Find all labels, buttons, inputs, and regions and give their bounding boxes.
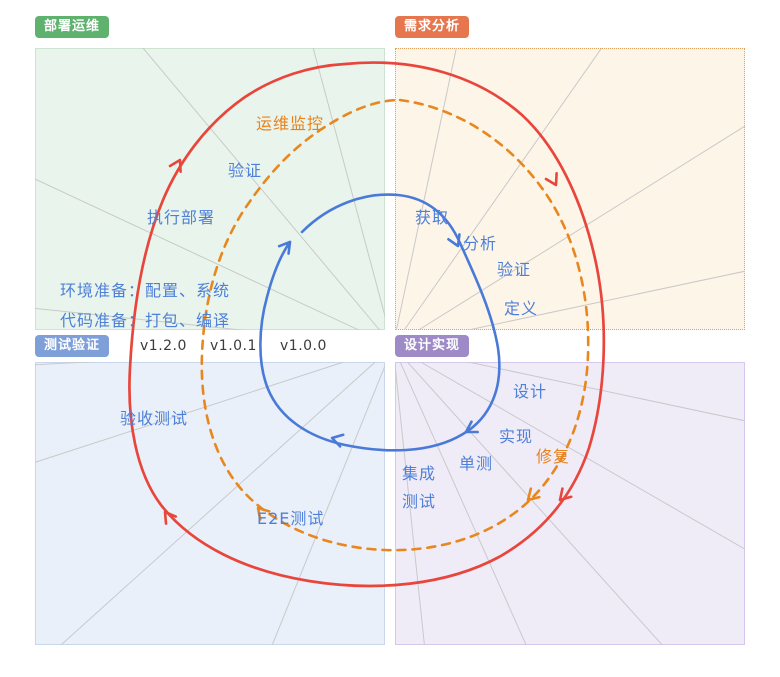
orange-middle-spiral xyxy=(200,98,590,552)
quadrant-deploy-ops xyxy=(35,48,385,330)
version-label-v101: v1.0.1 xyxy=(210,338,257,354)
label-verify-deploy: 验证 xyxy=(228,161,263,180)
label-acceptance-test: 验收测试 xyxy=(120,409,189,428)
label-execute-deploy: 执行部署 xyxy=(147,208,216,227)
label-code-prep: 代码准备：打包、编译 xyxy=(60,311,231,330)
label-fix: 修复 xyxy=(536,447,571,466)
version-label-v100: v1.0.0 xyxy=(280,338,327,354)
blue-inner-spiral xyxy=(259,193,501,452)
label-acquire: 获取 xyxy=(415,208,450,227)
red-arrowhead-right xyxy=(544,172,563,190)
quadrant-requirements xyxy=(395,48,745,330)
badge-testing: 测试验证 xyxy=(35,335,110,358)
label-integration-test: 集成测试 xyxy=(402,464,437,511)
label-ops-monitoring: 运维监控 xyxy=(256,114,325,133)
label-analyze: 分析 xyxy=(463,234,498,253)
badge-requirements: 需求分析 xyxy=(395,16,470,39)
label-verify-req: 验证 xyxy=(497,260,532,279)
label-unit-test: 单测 xyxy=(459,454,494,473)
label-implement: 实现 xyxy=(499,427,534,446)
badge-deploy-ops: 部署运维 xyxy=(35,16,110,39)
version-label-v120: v1.2.0 xyxy=(140,338,187,354)
red-outer-spiral xyxy=(128,61,606,588)
quadrant-design xyxy=(395,362,745,645)
quadrant-testing xyxy=(35,362,385,645)
red-arrowhead-bottom-left xyxy=(158,507,178,525)
label-design: 设计 xyxy=(513,382,548,401)
badge-design: 设计实现 xyxy=(395,335,470,358)
label-define: 定义 xyxy=(504,299,539,318)
label-e2e-test: E2E测试 xyxy=(257,509,325,528)
label-env-prep: 环境准备：配置、系统 xyxy=(60,281,231,300)
